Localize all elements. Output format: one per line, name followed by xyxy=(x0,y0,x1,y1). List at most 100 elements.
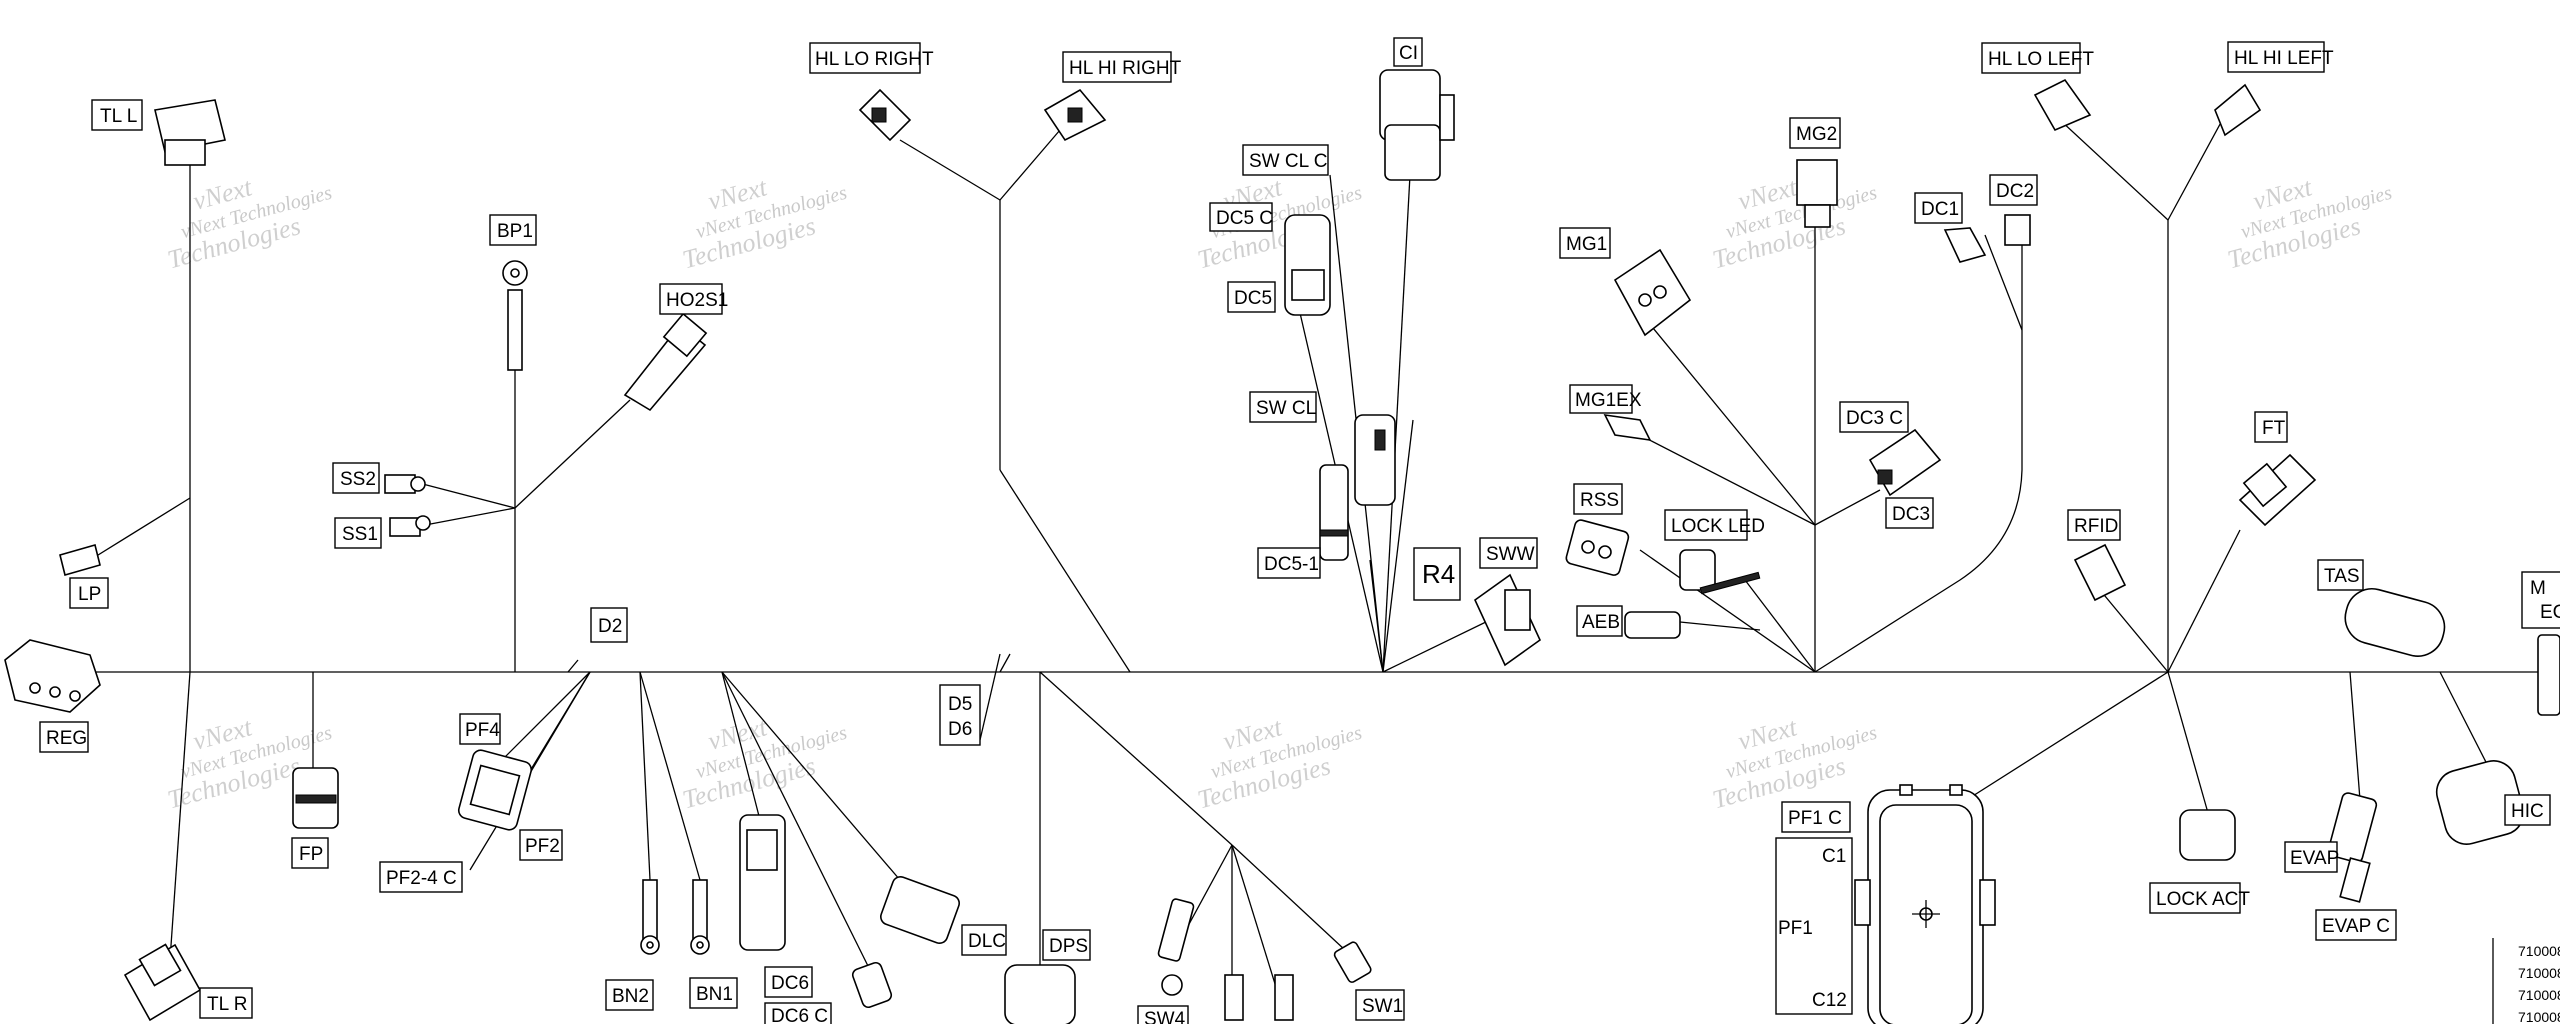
label-evap: EVAP xyxy=(2284,841,2339,873)
label-mg1ex: MG1EX xyxy=(1569,384,1642,414)
svg-text:M: M xyxy=(2530,578,2546,599)
svg-text:DC5 C: DC5 C xyxy=(1216,208,1273,229)
svg-text:AEB: AEB xyxy=(1582,612,1620,633)
connector-tas xyxy=(2344,588,2446,657)
label-dc5-1: DC5-1 xyxy=(1257,547,1321,579)
svg-text:DPS: DPS xyxy=(1049,936,1088,957)
connector-dc6-c xyxy=(851,961,893,1009)
label-hic: HIC xyxy=(2504,794,2551,826)
connector-dc3 xyxy=(1868,428,1942,497)
part-number: 710008 xyxy=(2518,965,2560,981)
label-lock-led: LOCK LED xyxy=(1664,509,1765,541)
label-tl-r: TL R xyxy=(199,987,253,1019)
connector-hic xyxy=(2435,760,2525,845)
label-rss: RSS xyxy=(1573,483,1623,515)
connector-tl-l xyxy=(154,99,226,166)
label-dc3: DC3 xyxy=(1885,497,1934,529)
connector-pf4-pf2 xyxy=(457,749,533,831)
label-pf1-c: PF1 C xyxy=(1781,801,1851,833)
connector-m-ec xyxy=(2537,634,2560,716)
svg-text:SW CL: SW CL xyxy=(1256,398,1316,419)
label-tas: TAS xyxy=(2317,559,2364,591)
label-hl-lo-left: HL LO LEFT xyxy=(1981,42,2094,74)
connector-dlc xyxy=(880,875,960,945)
label-pf2-4-c: PF2-4 C xyxy=(379,861,463,893)
connector-sw4 xyxy=(1157,898,1195,996)
connector-hl-lo-right xyxy=(858,88,912,142)
svg-text:DC5-1: DC5-1 xyxy=(1264,554,1319,575)
connector-pf1 xyxy=(1854,784,1996,1024)
svg-text:C12: C12 xyxy=(1812,990,1847,1011)
svg-text:HL LO LEFT: HL LO LEFT xyxy=(1988,49,2094,70)
wires xyxy=(89,114,2491,1024)
label-dps: DPS xyxy=(1042,929,1091,961)
svg-text:SW CL C: SW CL C xyxy=(1249,151,1327,172)
connector-bn1 xyxy=(690,879,710,955)
svg-text:DLC: DLC xyxy=(968,931,1006,952)
label-mg2: MG2 xyxy=(1789,117,1841,149)
label-m-ec: MEC xyxy=(2521,571,2560,629)
svg-text:DC2: DC2 xyxy=(1996,181,2034,202)
connector-aeb xyxy=(1624,611,1681,639)
svg-text:R4: R4 xyxy=(1422,559,1455,589)
connector-bn2 xyxy=(640,879,660,955)
svg-text:CI: CI xyxy=(1399,43,1418,64)
svg-text:EVAP C: EVAP C xyxy=(2322,916,2390,937)
svg-text:PF2: PF2 xyxy=(525,836,560,857)
label-ft: FT xyxy=(2254,411,2288,443)
svg-text:LOCK LED: LOCK LED xyxy=(1671,516,1765,537)
label-dc3-c: DC3 C xyxy=(1839,401,1909,433)
part-number: 710008 xyxy=(2518,1009,2560,1024)
connector-rfid xyxy=(2073,543,2127,602)
svg-text:SW4: SW4 xyxy=(1144,1009,1186,1024)
svg-text:D6: D6 xyxy=(948,719,972,740)
label-bn1: BN1 xyxy=(689,977,738,1009)
part-number: 710008 xyxy=(2518,987,2560,1003)
label-dc2: DC2 xyxy=(1989,174,2038,206)
connector-tl-r xyxy=(123,943,202,1022)
svg-text:DC6 C: DC6 C xyxy=(771,1006,828,1024)
label-sw-cl-c: SW CL C xyxy=(1242,144,1329,176)
connector-lp xyxy=(59,544,101,576)
connector-evap xyxy=(2327,792,2378,903)
svg-text:HL HI RIGHT: HL HI RIGHT xyxy=(1069,58,1182,79)
label-dc1: DC1 xyxy=(1914,192,1963,224)
svg-text:BN1: BN1 xyxy=(696,984,733,1005)
label-evap-c: EVAP C xyxy=(2315,909,2397,941)
label-dc6-c: DC6 C xyxy=(764,1002,832,1024)
label-pf4: PF4 xyxy=(459,713,501,745)
label-ss1: SS1 xyxy=(334,517,382,549)
connector-dc5-1 xyxy=(1319,464,1349,561)
svg-text:MG2: MG2 xyxy=(1796,124,1837,145)
svg-text:SS2: SS2 xyxy=(340,469,376,490)
connector-sw-small-1 xyxy=(1224,974,1244,1021)
label-pf2: PF2 xyxy=(519,829,563,861)
connector-hl-hi-left xyxy=(2214,83,2262,137)
connector-ss2 xyxy=(384,474,426,494)
connector-ft xyxy=(2238,453,2317,527)
label-dlc: DLC xyxy=(961,924,1007,956)
label-ci: CI xyxy=(1393,37,1423,67)
connector-lock-act xyxy=(2179,809,2236,861)
svg-text:RFID: RFID xyxy=(2074,516,2118,537)
svg-text:DC1: DC1 xyxy=(1921,199,1959,220)
svg-text:REG: REG xyxy=(46,728,87,749)
connector-mg1 xyxy=(1613,248,1692,337)
svg-text:DC3 C: DC3 C xyxy=(1846,408,1903,429)
svg-text:HL HI LEFT: HL HI LEFT xyxy=(2234,48,2334,69)
connector-ss1 xyxy=(389,515,431,537)
connector-sw1 xyxy=(1333,941,1372,983)
connector-ci xyxy=(1379,69,1455,181)
label-hl-lo-right: HL LO RIGHT xyxy=(809,42,934,74)
label-ho2s1: HO2S1 xyxy=(659,283,728,315)
svg-text:PF1 C: PF1 C xyxy=(1788,808,1842,829)
svg-text:DC3: DC3 xyxy=(1892,504,1930,525)
connector-hl-lo-left xyxy=(2033,78,2092,132)
svg-text:LOCK ACT: LOCK ACT xyxy=(2156,889,2250,910)
svg-text:FP: FP xyxy=(299,844,323,865)
label-bn2: BN2 xyxy=(605,979,654,1011)
label-dc5-c: DC5 C xyxy=(1209,202,1273,232)
connector-sw-cl xyxy=(1354,414,1396,506)
